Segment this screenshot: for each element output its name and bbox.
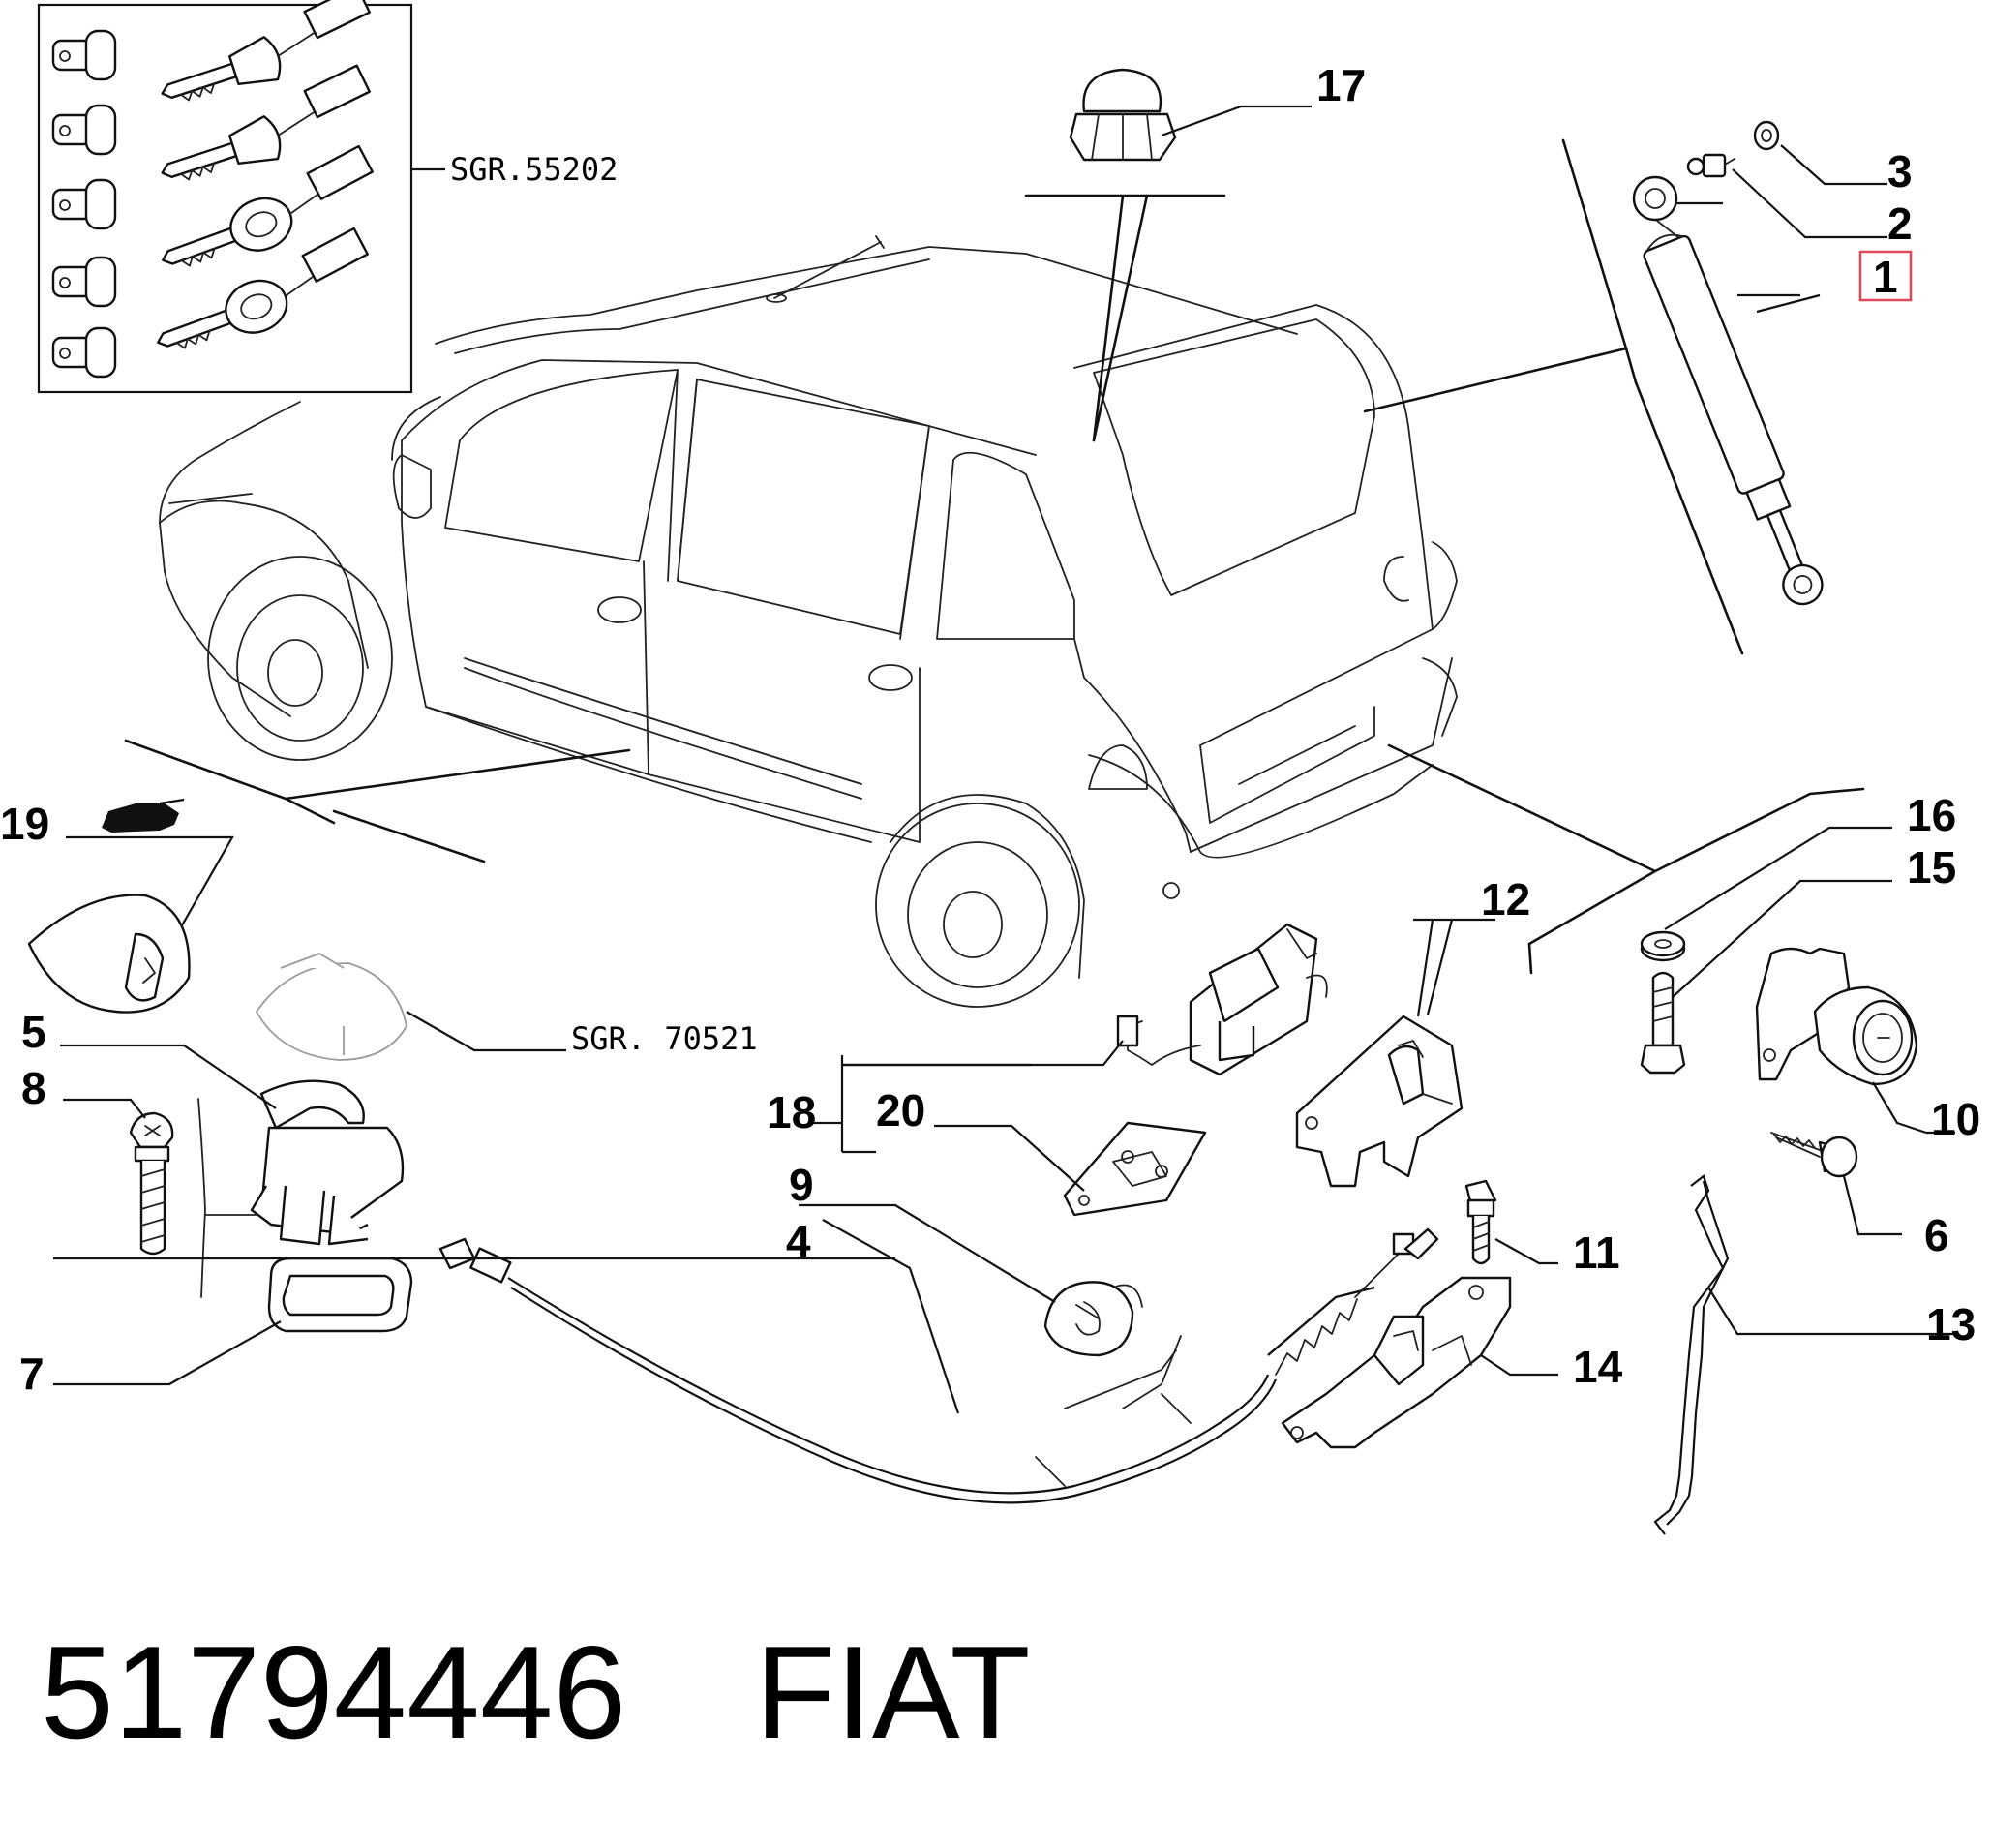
handle-group-ref: SGR. 70521 [571,1020,758,1057]
callout-7: 7 [19,1348,45,1399]
brand: FIAT [755,1619,1031,1766]
callout-5: 5 [21,1007,46,1057]
callout-1-highlight [1858,250,1913,302]
callout-2: 2 [1887,198,1913,249]
part-11-bolt [1464,1179,1558,1265]
part-13-rod [1653,1174,1955,1535]
callout-11: 11 [1573,1227,1620,1278]
quarter-window [936,451,1075,640]
part-2-ball-pin [1686,153,1735,178]
callout-6: 6 [1924,1210,1949,1260]
callout-10: 10 [1931,1094,1980,1144]
key-set-box [37,3,413,394]
car-icon [102,803,179,833]
front-wheel [207,556,393,761]
lock-cylinders [51,29,117,379]
callout-12: 12 [1481,874,1530,924]
callout-19: 19 [0,799,49,849]
part-8-bolt [63,1098,257,1298]
part-4-cable [53,1219,1439,1504]
callout-1: 1 [1873,252,1898,302]
part-15-bolt [1640,879,1892,1075]
part-6-screw [1770,1132,1902,1236]
cable-spring [1275,1298,1358,1376]
callout-20: 20 [876,1085,925,1136]
callout-numbers: 1 2 3 4 5 6 7 8 9 10 11 12 13 14 15 16 1… [0,60,1980,1399]
callout-3: 3 [1887,146,1913,197]
part-10-lock-cylinder [1755,947,1927,1135]
callout-9: 9 [789,1160,814,1210]
footer: 51794446 FIAT [41,1619,1031,1766]
callout-18: 18 [767,1087,816,1137]
part-7-gasket [53,1257,413,1386]
part-16-washer [1640,826,1892,962]
part-17-cap-nut [1069,68,1312,162]
car-leaders [124,138,1865,975]
callout-leaders-1-3 [1732,144,1887,314]
callout-15: 15 [1907,842,1956,893]
callout-13: 13 [1926,1299,1976,1349]
callout-14: 14 [1573,1342,1623,1392]
part-number: 51794446 [41,1619,626,1766]
rear-door-window [677,379,930,635]
part-12-hatch-lock [1295,918,1495,1188]
callout-16: 16 [1907,790,1956,840]
part-3-washer [1753,120,1780,151]
rear-window [1093,318,1375,596]
part-5-door-handle [60,1044,405,1246]
rear-wheel [875,803,1080,1008]
callout-4: 4 [786,1216,811,1266]
keys [157,0,374,349]
part-20-bracket [934,1121,1207,1217]
part-18-lock-actuator [813,923,1328,1154]
part-9-lock-barrel [799,1203,1182,1409]
part-1-gas-strut [1632,175,1824,606]
part-14-hinge-bracket [1281,1276,1558,1449]
key-set-group: SGR.55202 [37,0,618,394]
front-door-window [444,369,679,562]
callout-8: 8 [21,1063,46,1113]
part-19-handle [27,798,234,1014]
callout-17: 17 [1316,60,1366,110]
ghost-handle: SGR. 70521 [255,953,758,1061]
keys-group-ref: SGR.55202 [450,151,618,188]
car-body [159,235,1458,1008]
